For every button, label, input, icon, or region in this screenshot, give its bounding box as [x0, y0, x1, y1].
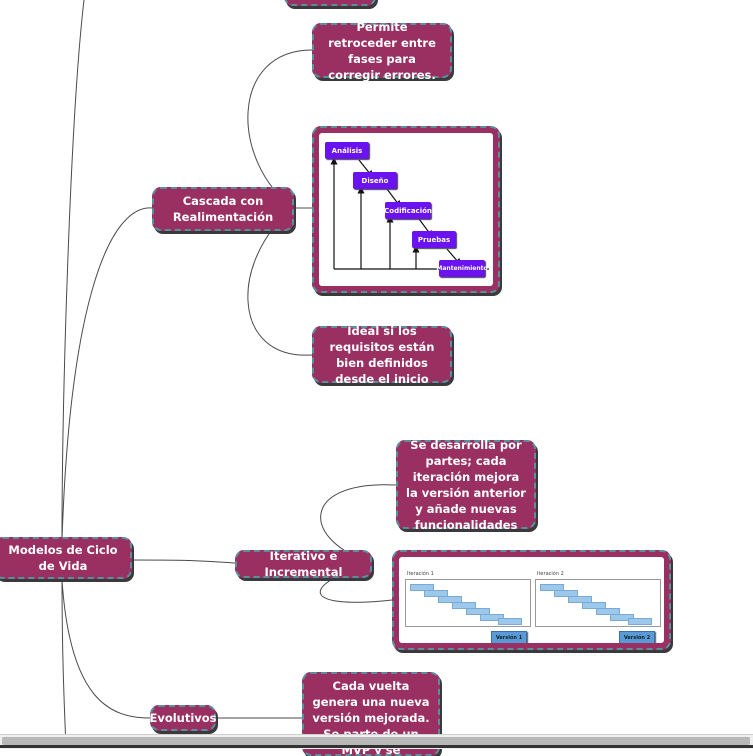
version-2-box: Versión 2 — [619, 631, 655, 643]
phase-analisis: Análisis — [325, 142, 369, 159]
cascada-diagram: Análisis Diseño Codificación Pruebas Man… — [319, 133, 493, 286]
iterativo-diagram: Iteración 1 Versión 1 Iteración 2 Versió… — [399, 557, 664, 643]
scrollbar-thumb[interactable] — [2, 737, 750, 745]
phase-diseno: Diseño — [353, 172, 397, 189]
cascada-diagram-card[interactable]: Análisis Diseño Codificación Pruebas Man… — [312, 126, 500, 293]
phase-pruebas: Pruebas — [412, 231, 456, 248]
iteration-2-title: Iteración 2 — [537, 571, 564, 577]
partial-top-node[interactable] — [284, 0, 376, 6]
evolutivos-node[interactable]: Evolutivos — [149, 705, 217, 731]
cascada-note-retroceder[interactable]: Permite retroceder entre fases para corr… — [312, 20, 452, 82]
iterativo-node[interactable]: Iterativo e Incremental — [235, 549, 372, 579]
iterativo-label: Iterativo e Incremental — [264, 549, 343, 579]
cascada-node[interactable]: Cascada con Realimentación — [152, 187, 294, 231]
iteration-2-panel — [535, 579, 661, 627]
iterativo-diagram-card[interactable]: Iteración 1 Versión 1 Iteración 2 Versió… — [392, 550, 671, 650]
bottom-edge — [0, 745, 753, 748]
phase-codificacion: Codificación — [384, 202, 432, 219]
root-node[interactable]: Modelos de Ciclo de Vida — [0, 537, 132, 579]
cascada-label: Cascada con Realimentación — [172, 194, 274, 224]
phase-mantenimiento: Mantenimiento — [436, 260, 488, 277]
root-label: Modelos de Ciclo de Vida — [8, 543, 118, 573]
cascada-note-requisitos[interactable]: Ideal si los requisitos están bien defin… — [312, 324, 452, 386]
iteration-1-title: Iteración 1 — [407, 571, 434, 577]
evolutivos-label: Evolutivos — [149, 711, 217, 725]
iterativo-note[interactable]: Se desarrolla por partes; cada iteración… — [396, 438, 536, 532]
iteration-1-panel — [405, 579, 531, 627]
version-1-box: Versión 1 — [491, 631, 527, 643]
